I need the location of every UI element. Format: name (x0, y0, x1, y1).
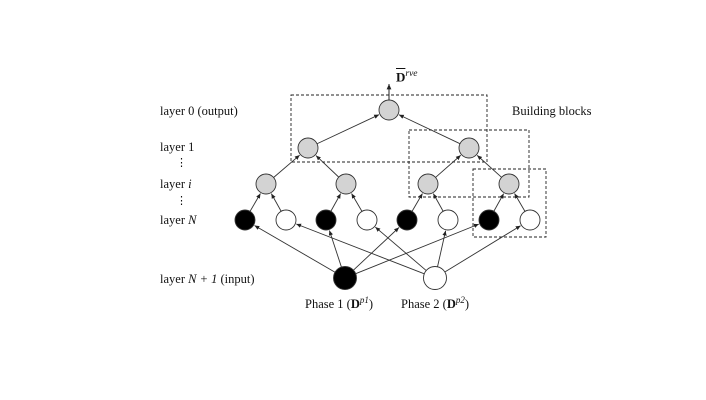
node-a2 (458, 137, 480, 159)
phase-1-symbol: D (350, 297, 360, 312)
edge-c2-b1 (270, 193, 282, 212)
phase-1-superscript: p1 (359, 295, 369, 305)
node-c2 (275, 209, 297, 231)
vertical-ellipsis-1: ⋮ (176, 157, 187, 169)
layer-N-prefix: layer (160, 213, 185, 227)
node-b3 (417, 173, 439, 195)
output-superscript: rve (405, 69, 418, 79)
node-a1 (297, 137, 319, 159)
phase-1-label: Phase 1 (Dp1) (305, 295, 374, 312)
phase-2-symbol: D (446, 297, 456, 312)
edge-a2-out (398, 114, 461, 145)
edge-phase1-c5 (353, 227, 400, 271)
edge-phase2-c4 (375, 226, 427, 271)
node-b4 (498, 173, 520, 195)
node-c5 (396, 209, 418, 231)
node-c3 (315, 209, 337, 231)
phase-2-name: Phase 2 (401, 297, 440, 312)
edge-phase1-c1 (254, 225, 336, 273)
node-b2 (335, 173, 357, 195)
node-out (378, 99, 400, 121)
building-block-low (472, 168, 547, 238)
tree-edges (249, 114, 526, 212)
layer-1-label: layer 1 (160, 140, 195, 154)
layer-N1-label: layer N + 1 (input) (160, 273, 255, 286)
layer-i-var: i (188, 177, 192, 191)
node-p1 (333, 266, 357, 290)
edge-b3-a2 (435, 154, 462, 178)
edge-c1-b1 (249, 193, 261, 212)
layer-i-prefix: layer (160, 177, 185, 191)
node-c8 (519, 209, 541, 231)
node-c7 (478, 209, 500, 231)
node-c4 (356, 209, 378, 231)
layer-N1-prefix: layer (160, 272, 185, 286)
edge-phase2-c8 (444, 225, 521, 273)
output-label: Drve (396, 69, 418, 85)
edge-b4-a2 (476, 155, 502, 178)
node-b1 (255, 173, 277, 195)
phase-1-name: Phase 1 (305, 297, 344, 312)
layer-N1-suffix: (input) (220, 272, 255, 286)
node-p2 (423, 266, 447, 290)
output-symbol: D (396, 69, 406, 85)
edge-b2-a1 (315, 155, 340, 178)
layer-0-label: layer 0 (output) (160, 104, 238, 118)
phase-2-label: Phase 2 (Dp2) (401, 295, 470, 312)
edge-c5-b3 (411, 193, 423, 212)
edge-a1-out (316, 114, 380, 145)
input-edges (254, 223, 521, 275)
node-c1 (234, 209, 256, 231)
edge-phase2-c2 (296, 223, 425, 275)
layer-N-label: layer N (160, 214, 196, 227)
edge-b1-a1 (273, 154, 300, 178)
edge-c7-b4 (493, 193, 505, 212)
layer-N-var: N (188, 213, 197, 227)
building-block-mid (408, 129, 530, 198)
nodes (234, 99, 541, 290)
edge-c3-b2 (330, 193, 342, 212)
building-blocks-label: Building blocks (512, 104, 592, 118)
edge-phase1-c7 (355, 223, 479, 275)
layer-N1-mid: N + 1 (188, 272, 218, 286)
phase-2-superscript: p2 (455, 295, 465, 305)
vertical-ellipsis-2: ⋮ (176, 195, 187, 207)
edge-phase2-c6 (437, 230, 447, 267)
edge-c8-b4 (514, 193, 526, 212)
node-c6 (437, 209, 459, 231)
edge-phase1-c3 (328, 230, 342, 268)
edge-c4-b2 (351, 193, 363, 212)
edge-c6-b3 (432, 193, 444, 212)
layer-i-label: layer i (160, 178, 192, 191)
